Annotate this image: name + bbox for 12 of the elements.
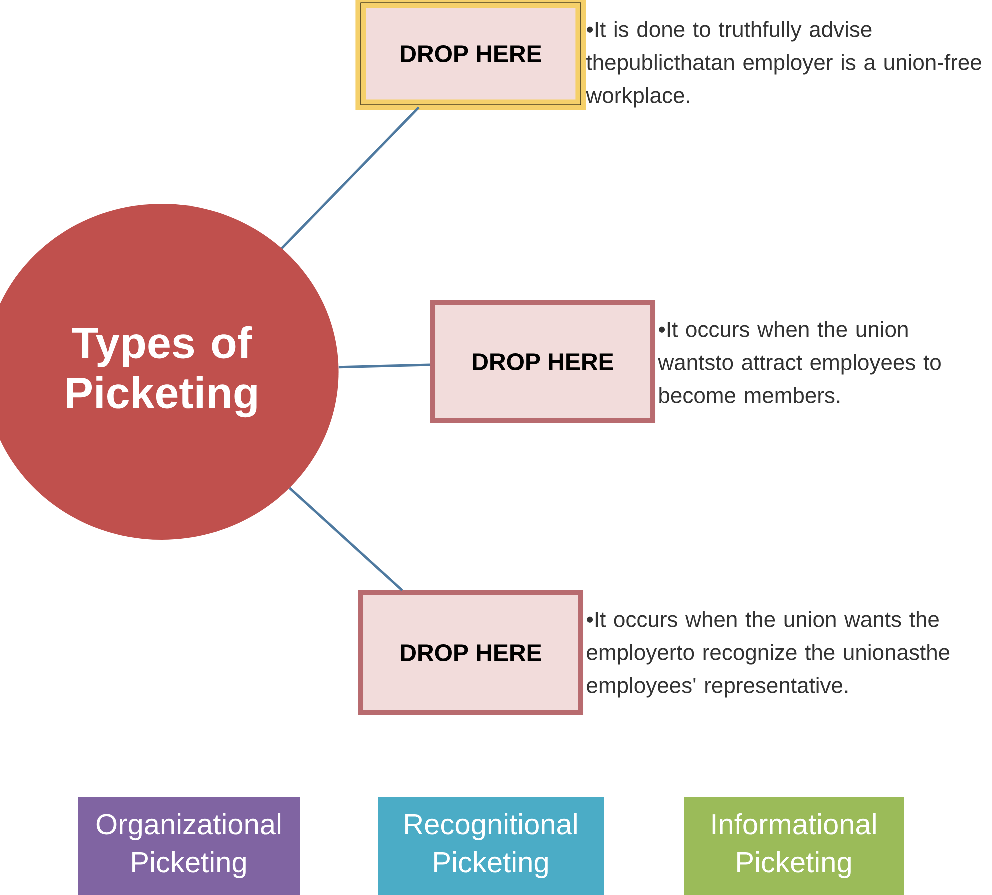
category-box: Organizational Picketing [78, 797, 300, 895]
description-text: •It occurs when the union wantsto attract employees to become members. [658, 321, 941, 404]
category-box: Informational Picketing [684, 797, 904, 895]
category-box: Recognitional Picketing [378, 797, 604, 895]
connector-line [281, 106, 420, 250]
connector-line [289, 487, 404, 592]
description-text: •It occurs when the union wants the employerto recognize the unionasthe employees' representative. [587, 611, 950, 698]
drop-box: DROP HERE [358, 590, 584, 716]
description-text: •It is done to truthfully advise thepublicthatan employer is a union-free workplace. [586, 21, 982, 108]
drop-box: DROP HERE [430, 300, 656, 424]
drop-box: DROP HERE [356, 0, 586, 110]
connector-line [338, 364, 431, 369]
